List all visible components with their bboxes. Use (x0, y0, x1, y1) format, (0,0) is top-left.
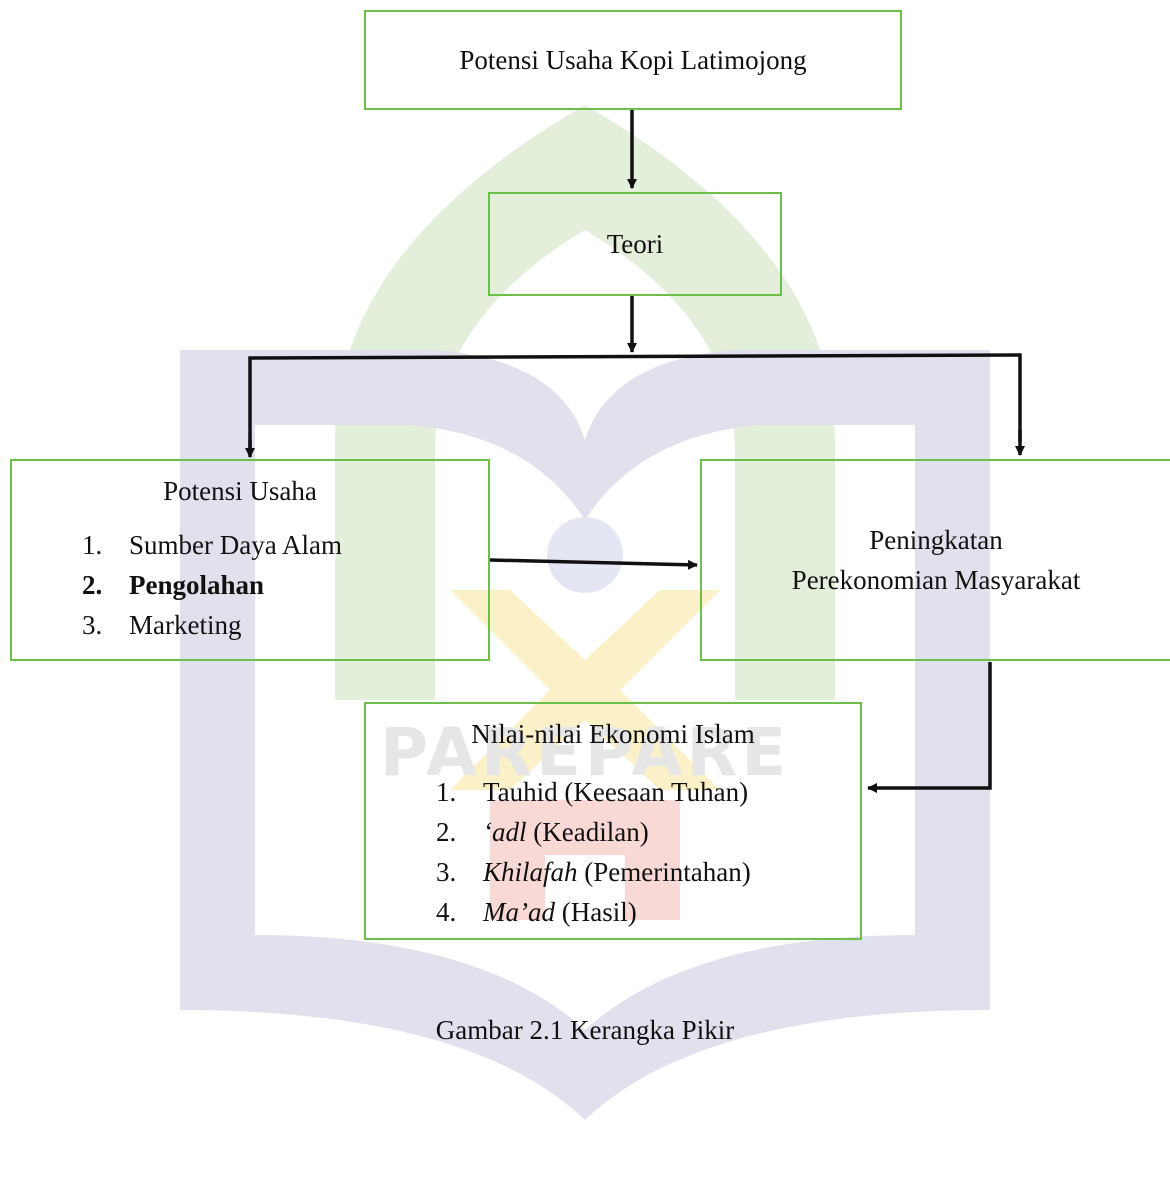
watermark-x (450, 590, 720, 790)
box-potensi-usaha-title: Potensi Usaha (163, 476, 317, 506)
list-item: 3.Khilafah (Pemerintahan) (436, 857, 751, 888)
watermark-text: PAREPARE (380, 714, 791, 791)
box-teori-label: Teori (606, 228, 664, 259)
split-line (248, 353, 1022, 455)
figure-caption: Gambar 2.1 Kerangka Pikir (435, 1015, 735, 1045)
list-item: 2.Pengolahan (82, 570, 265, 601)
box-top-label: Potensi Usaha Kopi Latimojong (459, 44, 807, 75)
watermark-book (180, 350, 990, 1120)
list-item: 2.‘adl (Keadilan) (436, 817, 649, 848)
box-peningkatan-perekonomian: Peningkatan Perekonomian Masyarakat (700, 459, 1170, 661)
box-nilai-title: Nilai-nilai Ekonomi Islam (471, 719, 755, 749)
list-item: 1.Tauhid (Keesaan Tuhan) (436, 777, 749, 808)
watermark-dome (335, 105, 835, 570)
watermark-gate (490, 800, 680, 920)
box-peningkatan-line1: Peningkatan (869, 525, 1003, 555)
box-nilai-ekonomi-islam: Nilai-nilai Ekonomi Islam 1.Tauhid (Kees… (364, 702, 862, 940)
watermark-globe (547, 517, 623, 593)
box-peningkatan-line2: Perekonomian Masyarakat (791, 565, 1081, 595)
box-teori: Teori (488, 192, 782, 296)
watermark-pillar-right (735, 470, 835, 700)
box-potensi-usaha: Potensi Usaha 1.Sumber Daya Alam 2.Pengo… (10, 459, 490, 661)
box-potensi-usaha-kopi: Potensi Usaha Kopi Latimojong (364, 10, 902, 110)
list-item: 3.Marketing (82, 610, 242, 641)
arrow-potensi-to-peningkatan (489, 558, 698, 570)
arrow-peningkatan-to-nilai (867, 662, 992, 793)
potensi-usaha-list: 1.Sumber Daya Alam 2.Pengolahan 3.Market… (82, 525, 488, 645)
nilai-list: 1.Tauhid (Keesaan Tuhan) 2.‘adl (Keadila… (436, 772, 860, 932)
list-item: 4.Ma’ad (Hasil) (436, 897, 637, 928)
watermark-pillar-left (335, 470, 435, 700)
list-item: 1.Sumber Daya Alam (82, 530, 342, 561)
